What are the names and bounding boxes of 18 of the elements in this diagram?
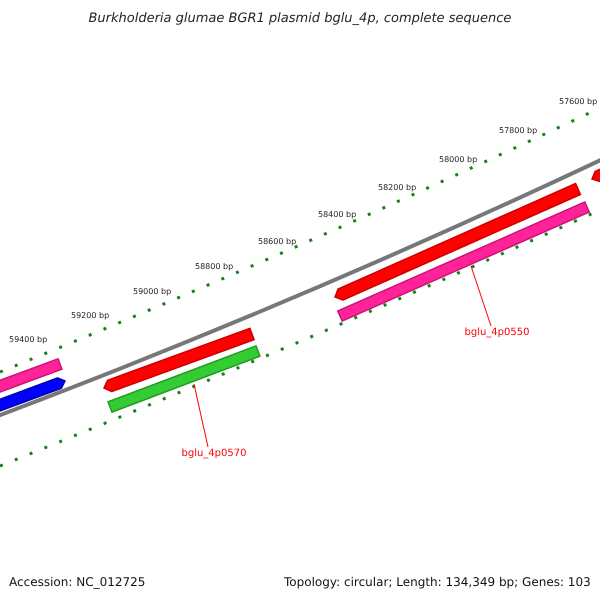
scale-label: 59200 bp <box>71 310 110 320</box>
scale-label: 58600 bp <box>258 236 296 246</box>
scale-label: 58800 bp <box>195 262 234 270</box>
scale-label: 58000 bp <box>439 154 478 164</box>
scale-label: 59000 bp <box>133 286 172 296</box>
scale-label: 58200 bp <box>378 182 416 192</box>
gene-label: bglu_4p0570 <box>182 448 246 458</box>
footer-text: Accession: NC_012725 <box>9 575 146 589</box>
scale-label: 57600 bp <box>559 96 598 106</box>
diagram-title: Burkholderia glumae BGR1 plasmid bglu_4p, complete sequence <box>88 10 512 26</box>
scale-label: 58400 bp <box>318 210 356 218</box>
scale-label: 59400 bp <box>9 334 48 344</box>
leader-line <box>470 266 492 326</box>
gene-label: bglu_4p0550 <box>464 326 530 338</box>
footer-text: Topology: circular; Length: 134,349 bp; Genes: 103 <box>284 575 591 589</box>
gene-bar <box>107 344 261 414</box>
leader-line <box>194 384 208 448</box>
scale-label: 57800 bp <box>499 126 538 134</box>
